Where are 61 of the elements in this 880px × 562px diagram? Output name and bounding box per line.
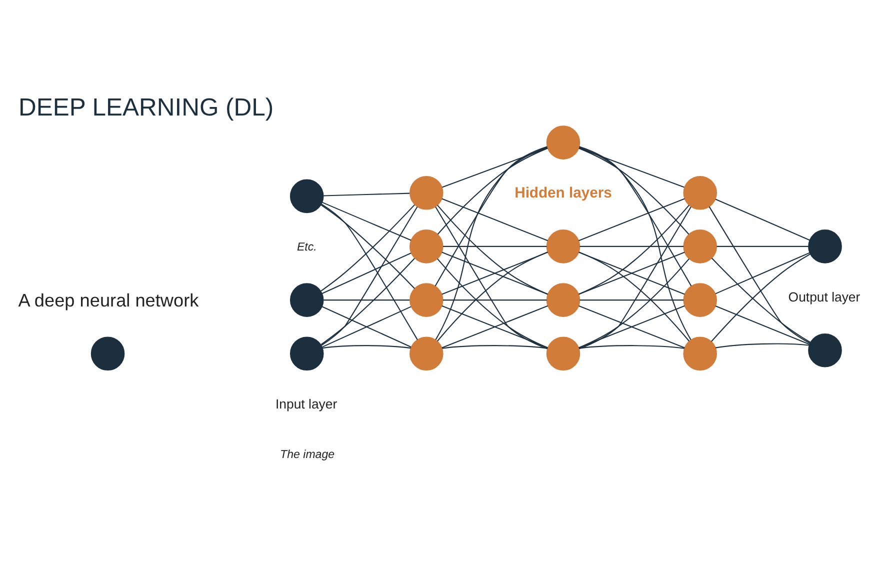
connector: [715, 342, 810, 348]
node-circle: [290, 282, 324, 316]
connector: [578, 251, 685, 294]
connector: [715, 198, 810, 240]
connector: [442, 344, 548, 348]
connector: [435, 146, 548, 340]
node-circle: [546, 336, 580, 370]
connector: [322, 201, 412, 240]
connector: [442, 198, 548, 241]
connector: [579, 344, 684, 348]
connector: [322, 344, 411, 348]
connector: [437, 204, 548, 294]
connector: [708, 206, 810, 344]
connector: [580, 245, 684, 246]
connector: [580, 299, 684, 300]
connector: [716, 245, 808, 246]
connector: [578, 147, 684, 188]
node-circle: [808, 229, 842, 263]
node-circle: [546, 229, 580, 263]
node-circle: [410, 282, 444, 316]
node-circle: [683, 336, 717, 370]
connector: [434, 146, 548, 286]
connector: [437, 147, 548, 234]
connector: [324, 299, 410, 300]
label: Etc.: [296, 240, 317, 253]
node-circle: [546, 282, 580, 316]
node-circle: [410, 175, 444, 210]
node-circle: [683, 282, 717, 316]
connector: [435, 206, 548, 349]
connector: [442, 251, 548, 294]
connector: [579, 146, 692, 340]
node-circle: [683, 175, 717, 210]
connector: [324, 192, 410, 196]
connector: [578, 198, 685, 241]
connector: [715, 305, 810, 344]
connector: [443, 245, 547, 246]
node-circle: [683, 229, 717, 263]
node-circle: [546, 125, 580, 159]
connector: [578, 304, 685, 348]
connector: [579, 146, 692, 286]
connector: [578, 147, 690, 234]
label: Hidden layers: [514, 184, 612, 201]
connector: [578, 206, 692, 349]
label: Input layer: [276, 396, 338, 412]
connector: [442, 304, 548, 348]
diagram-title: DEEP LEARNING (DL): [18, 94, 274, 121]
connector: [715, 252, 810, 294]
label: The image: [280, 448, 335, 461]
connector: [442, 147, 548, 188]
node-circle: [410, 229, 444, 263]
label: A deep neural network: [18, 290, 199, 310]
connector: [322, 252, 412, 294]
label: Output layer: [788, 289, 860, 304]
node-circle: [90, 336, 125, 370]
node-circle: [808, 332, 842, 367]
connector: [443, 299, 547, 300]
node-circle: [410, 336, 444, 370]
node-circle: [290, 336, 324, 370]
connector: [578, 204, 690, 294]
connector: [320, 258, 415, 344]
node-circle: [290, 178, 324, 213]
